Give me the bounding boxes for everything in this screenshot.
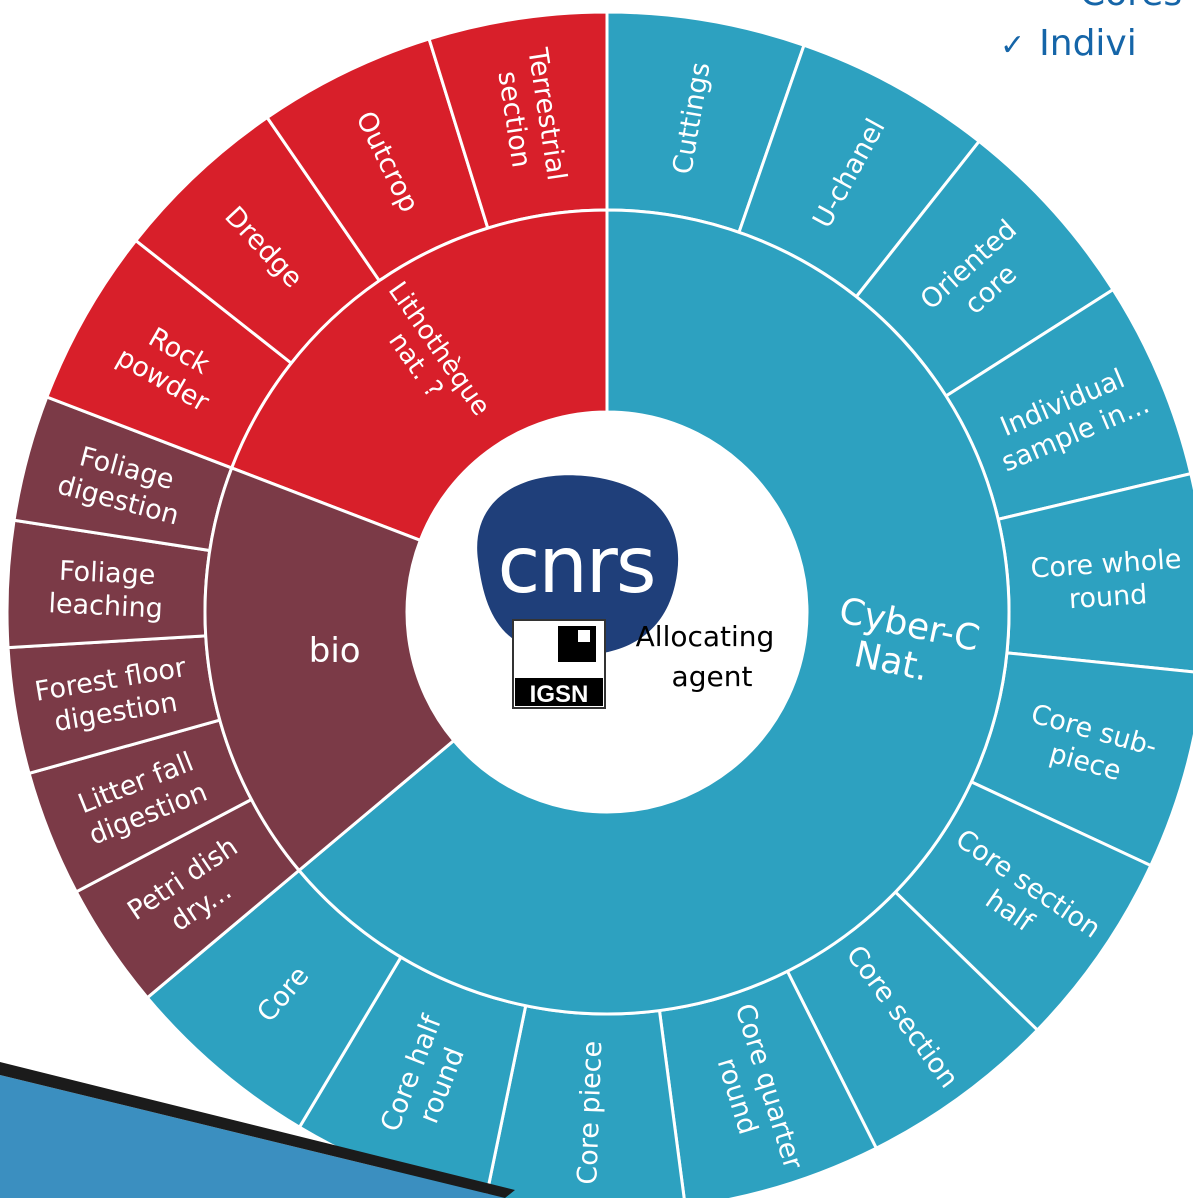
inner-label-bio: bio bbox=[309, 631, 361, 671]
igsn-logo: IGSN bbox=[512, 619, 606, 709]
igsn-logo-square bbox=[558, 626, 596, 662]
cnrs-logo: cnrs bbox=[477, 475, 679, 656]
bullet-item-2: ✓ Indivi bbox=[1000, 20, 1193, 70]
cnrs-logo-shape bbox=[477, 475, 679, 656]
igsn-logo-text: IGSN bbox=[530, 681, 589, 708]
bullet-text-2: Indivi bbox=[1039, 23, 1137, 64]
outer-label-foliage-leaching: Foliageleaching bbox=[48, 555, 165, 624]
outer-ring bbox=[5, 10, 1193, 1202]
allocating-agent-label-line1: Allocating bbox=[636, 620, 775, 653]
checkmark-icon: ✓ bbox=[1000, 28, 1026, 63]
cnrs-logo-text: cnrs bbox=[497, 521, 654, 611]
outer-label-core-piece: Core piece bbox=[572, 1040, 608, 1185]
allocating-agent-label-line2: agent bbox=[672, 660, 753, 693]
igsn-logo-notch bbox=[578, 630, 590, 642]
inner-ring bbox=[203, 208, 1011, 1016]
igsn-logo-band bbox=[515, 678, 603, 706]
arrow-shape bbox=[0, 1062, 515, 1198]
arrow-shadow bbox=[0, 1062, 515, 1198]
